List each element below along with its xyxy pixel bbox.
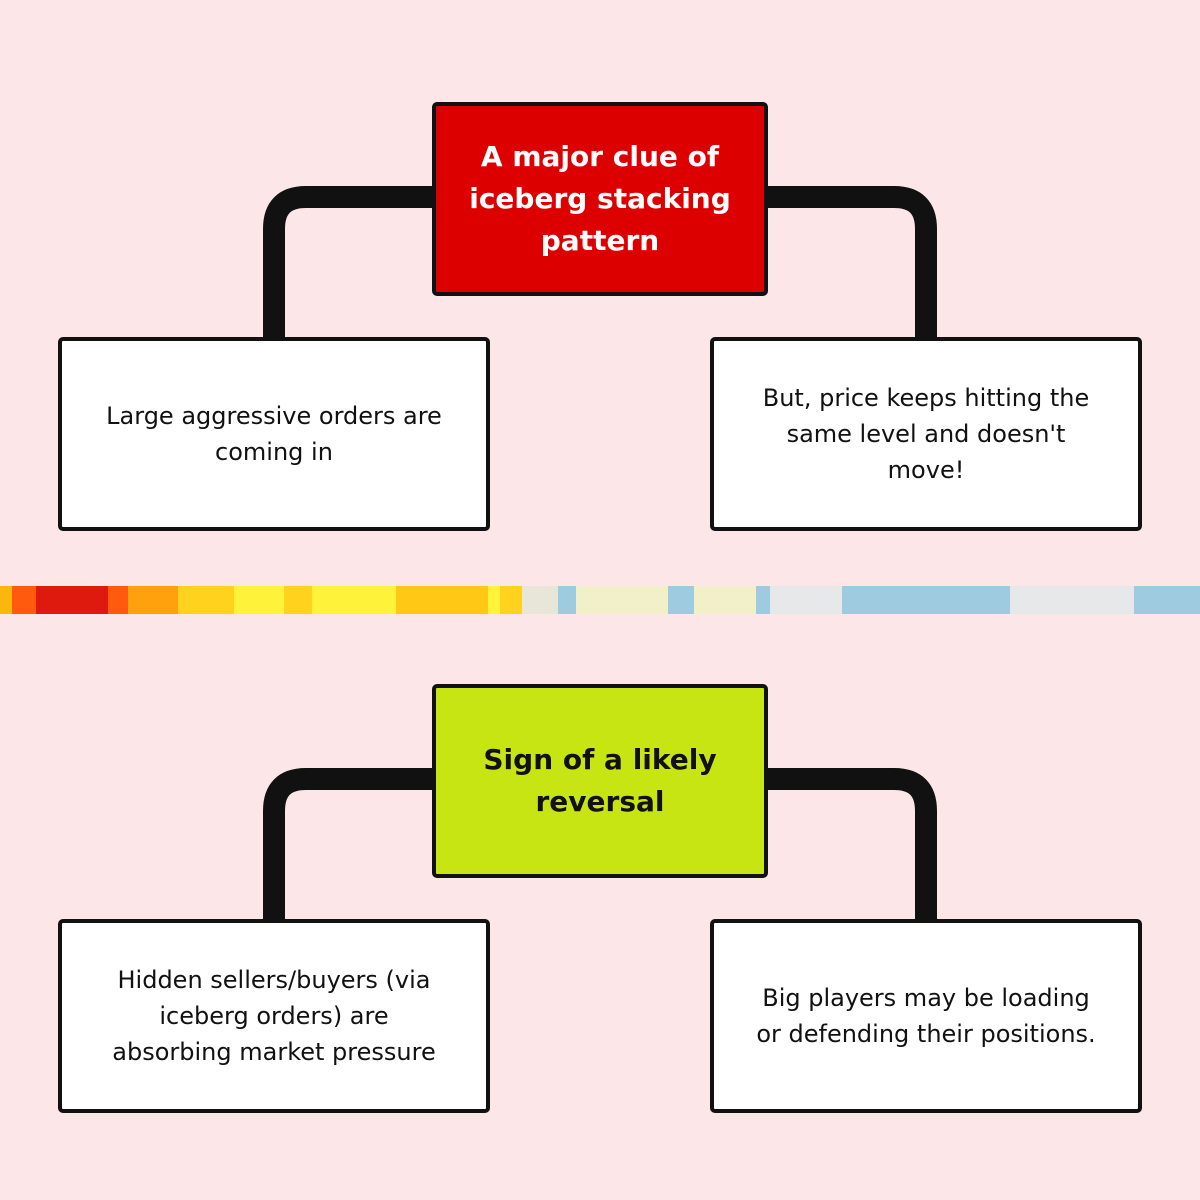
price-level-text: But, price keeps hitting the same level … — [762, 384, 1090, 484]
strip-segment — [1010, 586, 1135, 614]
strip-segment — [0, 586, 13, 614]
big-players-box: Big players may be loading or defending … — [710, 919, 1142, 1113]
strip-segment — [558, 586, 577, 614]
strip-segment — [756, 586, 771, 614]
aggressive-orders-text: Large aggressive orders are coming in — [106, 402, 442, 466]
clue-title-box: A major clue of iceberg stacking pattern — [432, 102, 768, 296]
price-level-box: But, price keeps hitting the same level … — [710, 337, 1142, 531]
strip-segment — [668, 586, 695, 614]
reversal-title: Sign of a likely reversal — [483, 743, 717, 818]
strip-segment — [234, 586, 285, 614]
strip-segment — [178, 586, 235, 614]
strip-segment — [500, 586, 523, 614]
strip-segment — [1134, 586, 1167, 614]
strip-segment — [108, 586, 129, 614]
big-players-text: Big players may be loading or defending … — [756, 984, 1096, 1048]
color-divider-strip — [0, 586, 1200, 614]
strip-segment — [36, 586, 109, 614]
strip-segment — [488, 586, 501, 614]
reversal-title-box: Sign of a likely reversal — [432, 684, 768, 878]
clue-title: A major clue of iceberg stacking pattern — [469, 140, 731, 257]
strip-segment — [522, 586, 559, 614]
strip-segment — [1166, 586, 1200, 614]
strip-segment — [396, 586, 489, 614]
strip-segment — [12, 586, 37, 614]
strip-segment — [842, 586, 1011, 614]
hidden-sellers-text: Hidden sellers/buyers (via iceberg order… — [112, 966, 436, 1066]
strip-segment — [576, 586, 669, 614]
strip-segment — [770, 586, 843, 614]
strip-segment — [312, 586, 397, 614]
strip-segment — [284, 586, 313, 614]
aggressive-orders-box: Large aggressive orders are coming in — [58, 337, 490, 531]
hidden-sellers-box: Hidden sellers/buyers (via iceberg order… — [58, 919, 490, 1113]
strip-segment — [694, 586, 757, 614]
strip-segment — [128, 586, 179, 614]
